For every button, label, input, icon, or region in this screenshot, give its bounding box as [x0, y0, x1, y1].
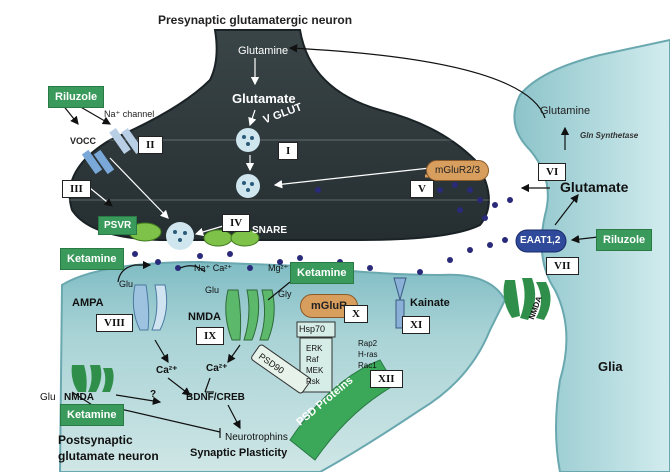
glutamine-top-label: Glutamine — [238, 45, 289, 57]
gly-label: Gly — [278, 289, 292, 299]
glu-nmda-label: Glu — [205, 285, 220, 295]
hsp70-label: Hsp70 — [299, 324, 326, 334]
nmda-post-label: NMDA — [188, 311, 221, 323]
nmda-bottom-label: NMDA — [64, 392, 94, 403]
rac1-item: Rac1 — [358, 361, 377, 370]
question-mark: ? — [150, 389, 157, 400]
glutamate-pre-label: Glutamate — [232, 91, 296, 106]
rsk-item: Rsk — [306, 377, 320, 386]
na-channel-label: Na⁺ channel — [104, 109, 155, 119]
ca-mid-label: Ca²⁺ — [206, 363, 228, 374]
postsynaptic-label: Postsynaptic — [58, 433, 133, 447]
ketamine-box-mid: Ketamine — [290, 262, 354, 284]
site-vii: VII — [546, 257, 579, 275]
ca-left-label: Ca²⁺ — [156, 365, 178, 376]
kainate-label: Kainate — [410, 297, 450, 309]
eaat-transporter — [515, 229, 567, 253]
glu-ampa-label: Glu — [119, 279, 134, 289]
vesicle-filled — [236, 174, 260, 198]
na-ca-label: Na⁺ Ca²⁺ — [194, 263, 233, 273]
na-channel — [109, 128, 143, 154]
mg-label: Mg²⁺ — [268, 263, 289, 273]
riluzole-box-left: Riluzole — [48, 86, 105, 108]
vesicle-docked — [166, 222, 194, 250]
glutamate-glia-label: Glutamate — [560, 179, 629, 195]
presynaptic-neuron — [68, 29, 490, 241]
bdnf-label: BDNF/CREB — [186, 392, 245, 403]
ampa-label: AMPA — [72, 297, 104, 309]
site-vi: VI — [538, 163, 567, 181]
mek-item: MEK — [306, 366, 324, 375]
ketamine-box-top: Ketamine — [60, 248, 124, 270]
site-xi: XI — [402, 316, 431, 334]
vesicle-vglut — [236, 128, 260, 152]
neurotrophins-label: Neurotrophins — [225, 432, 288, 443]
pathway-arrows — [61, 44, 599, 438]
site-xii: XII — [370, 370, 403, 388]
hsp70-box — [296, 321, 336, 338]
nmda-receptor-glia — [503, 278, 551, 320]
glia-label: Glia — [598, 359, 623, 374]
synaptic-plasticity-label: Synaptic Plasticity — [190, 447, 288, 459]
site-i: I — [278, 142, 299, 160]
snare-protein-1 — [203, 229, 233, 247]
vocc-label: VOCC — [70, 136, 97, 146]
snare-label: SNARE — [252, 225, 288, 236]
kainate-receptor — [393, 277, 407, 329]
psvr-box: PSVR — [98, 216, 138, 235]
ketamine-box-bottom: Ketamine — [60, 404, 124, 426]
glia-cell — [513, 38, 670, 472]
vocc-channel — [81, 149, 115, 175]
nmda-receptor — [225, 289, 275, 341]
site-iii: III — [62, 180, 91, 198]
site-v: V — [410, 180, 434, 198]
glutamate-neuron-label: glutamate neuron — [58, 449, 159, 463]
rap2-item: Rap2 — [358, 339, 378, 348]
riluzole-box-right: Riluzole — [596, 229, 653, 251]
erk-item: ERK — [306, 344, 323, 353]
mglur23-pill: mGluR2/3 — [426, 160, 490, 181]
hras-item: H-ras — [358, 350, 378, 359]
site-x: X — [344, 305, 368, 323]
site-viii: VIII — [96, 314, 133, 332]
site-iv: IV — [222, 214, 251, 232]
glu-bottom-label: Glu — [40, 392, 56, 403]
site-ix: IX — [196, 327, 225, 345]
nmda-receptor-bottom — [71, 365, 114, 392]
glutamine-glia-label: Glutamine — [540, 105, 591, 117]
ampa-receptor — [132, 284, 168, 331]
raf-item: Raf — [306, 355, 319, 364]
gln-synthetase-label: Gln Synthetase — [580, 131, 639, 140]
erk-list: ERK Raf MEK Rsk — [306, 343, 323, 387]
psd90-box — [251, 344, 311, 394]
rap-list: Rap2 H-ras Rac1 — [358, 338, 378, 371]
diagram-title: Presynaptic glutamatergic neuron — [158, 13, 353, 27]
site-ii: II — [138, 136, 163, 154]
eaat-label: EAAT1,2 — [520, 235, 561, 246]
